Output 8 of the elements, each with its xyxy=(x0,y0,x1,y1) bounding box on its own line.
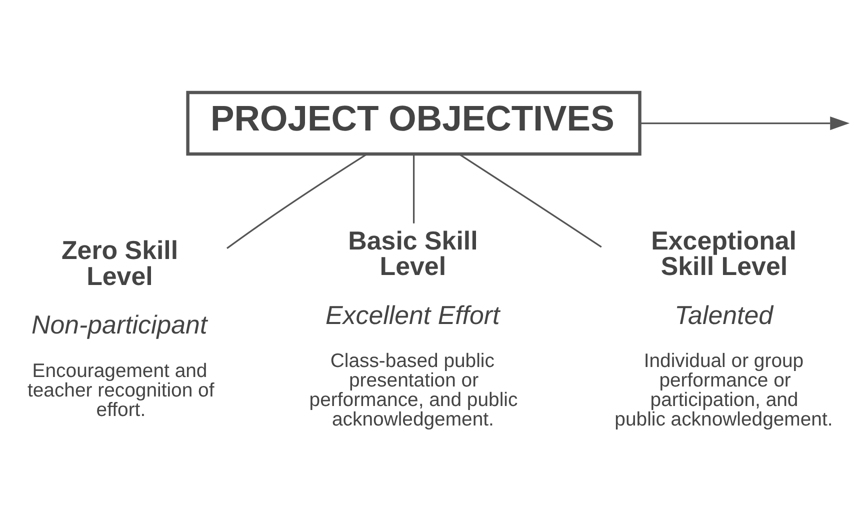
connector xyxy=(412,154,415,224)
node-text: Exceptional Skill Level Talented Individual or group performance or participation, and public acknowledgement. xyxy=(614,227,833,431)
node-box: PROJECT OBJECTIVES xyxy=(186,90,642,156)
node-text: Basic Skill Level Excellent Effort Class-based public presentation or performance, and public acknowledgement. xyxy=(309,227,518,431)
node-text: Zero Skill Level Non-participant Encouragement and teacher recognition of effort. xyxy=(27,237,214,421)
arrow xyxy=(640,116,850,130)
connector xyxy=(458,153,602,248)
connector xyxy=(226,154,368,249)
